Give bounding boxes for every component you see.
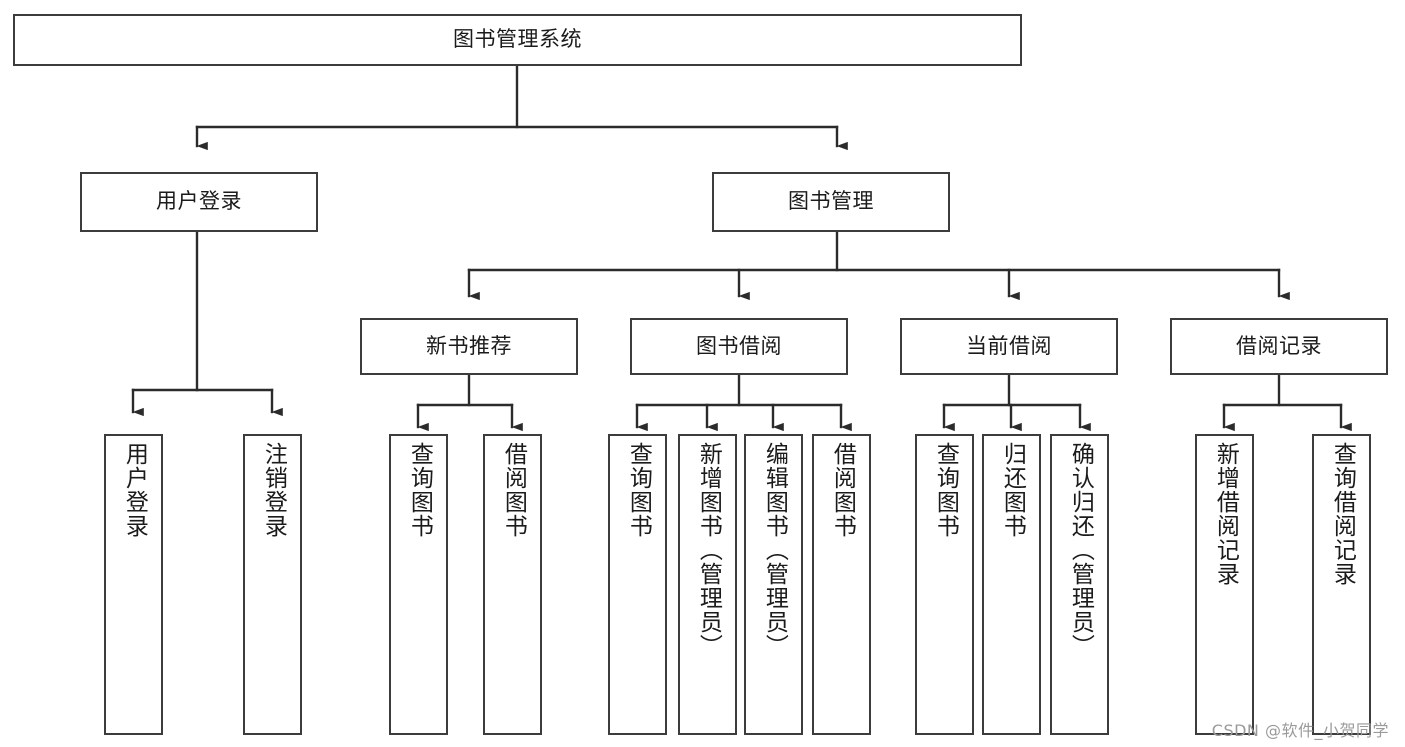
node-leaf-user-login-label: 用户登录 — [121, 442, 148, 538]
node-leaf-add-book-label: 新增图书（管理员） — [695, 442, 722, 658]
node-leaf-user-login[interactable]: 用户登录 — [104, 434, 163, 735]
node-leaf-query-record[interactable]: 查询借阅记录 — [1312, 434, 1371, 735]
node-leaf-query-book-2[interactable]: 查询图书 — [608, 434, 667, 735]
node-book-manage[interactable]: 图书管理 — [712, 172, 950, 232]
node-leaf-add-book[interactable]: 新增图书（管理员） — [678, 434, 737, 735]
node-root[interactable]: 图书管理系统 — [13, 14, 1022, 66]
node-book-manage-label: 图书管理 — [788, 189, 874, 214]
node-leaf-query-book-1[interactable]: 查询图书 — [389, 434, 448, 735]
node-root-label: 图书管理系统 — [453, 27, 582, 52]
node-borrow-record-label: 借阅记录 — [1236, 333, 1322, 358]
node-leaf-query-record-label: 查询借阅记录 — [1329, 442, 1356, 586]
node-leaf-query-book-3-label: 查询图书 — [932, 442, 959, 538]
node-leaf-borrow-book-1[interactable]: 借阅图书 — [483, 434, 542, 735]
node-leaf-user-logout[interactable]: 注销登录 — [243, 434, 302, 735]
node-current-borrow-label: 当前借阅 — [966, 333, 1052, 358]
node-leaf-borrow-book-1-label: 借阅图书 — [500, 442, 527, 538]
node-current-borrow[interactable]: 当前借阅 — [900, 318, 1118, 375]
node-book-borrow-label: 图书借阅 — [696, 333, 782, 358]
node-leaf-return-book[interactable]: 归还图书 — [982, 434, 1041, 735]
node-new-book-recommend-label: 新书推荐 — [426, 333, 512, 358]
node-leaf-add-record-label: 新增借阅记录 — [1212, 442, 1239, 586]
watermark: CSDN @软件_小贺同学 — [1211, 721, 1389, 740]
node-borrow-record[interactable]: 借阅记录 — [1170, 318, 1388, 375]
node-new-book-recommend[interactable]: 新书推荐 — [360, 318, 578, 375]
node-leaf-confirm-return-label: 确认归还（管理员） — [1067, 442, 1094, 658]
node-leaf-query-book-1-label: 查询图书 — [406, 442, 433, 538]
node-leaf-borrow-book-2-label: 借阅图书 — [829, 442, 856, 538]
node-book-borrow[interactable]: 图书借阅 — [630, 318, 848, 375]
node-user-login-label: 用户登录 — [156, 189, 242, 214]
node-leaf-edit-book[interactable]: 编辑图书（管理员） — [744, 434, 803, 735]
node-leaf-query-book-2-label: 查询图书 — [625, 442, 652, 538]
node-leaf-user-logout-label: 注销登录 — [260, 442, 287, 538]
node-leaf-return-book-label: 归还图书 — [999, 442, 1026, 538]
node-leaf-add-record[interactable]: 新增借阅记录 — [1195, 434, 1254, 735]
node-leaf-edit-book-label: 编辑图书（管理员） — [761, 442, 788, 658]
node-leaf-confirm-return[interactable]: 确认归还（管理员） — [1050, 434, 1109, 735]
node-user-login[interactable]: 用户登录 — [80, 172, 318, 232]
node-leaf-borrow-book-2[interactable]: 借阅图书 — [812, 434, 871, 735]
node-leaf-query-book-3[interactable]: 查询图书 — [915, 434, 974, 735]
